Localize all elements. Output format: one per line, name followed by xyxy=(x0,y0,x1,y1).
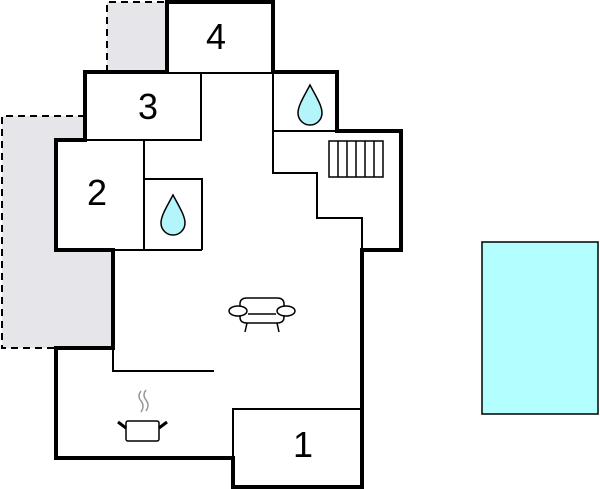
water-drop-icon xyxy=(297,83,323,126)
terrace-left xyxy=(1,115,113,349)
room-4-label: 4 xyxy=(206,16,226,57)
room-2-label: 2 xyxy=(87,172,107,213)
exterior-walls xyxy=(54,0,403,489)
stairs-icon xyxy=(328,140,384,178)
cooking-pot-icon xyxy=(117,389,168,442)
room-1-label: 1 xyxy=(293,424,313,465)
interior-walls xyxy=(85,72,363,458)
terrace-top xyxy=(106,1,167,72)
water-drop-icon xyxy=(160,193,186,236)
swimming-pool xyxy=(481,241,599,415)
room-3-label: 3 xyxy=(138,86,158,127)
sofa-icon xyxy=(228,297,296,333)
